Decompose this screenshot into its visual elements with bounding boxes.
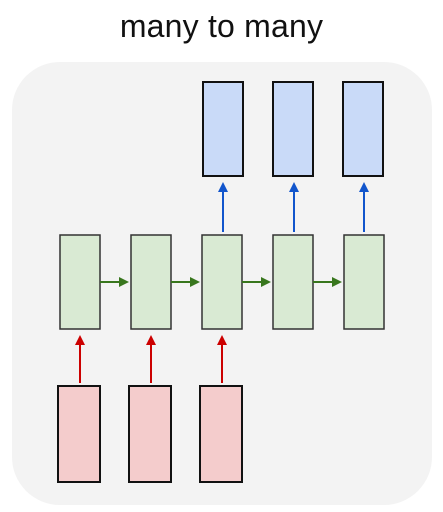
- input-box: [128, 385, 172, 483]
- hidden-box: [130, 234, 172, 330]
- input-box: [57, 385, 101, 483]
- hidden-to-output-arrows: [218, 182, 369, 232]
- hidden-box: [343, 234, 385, 330]
- output-layer: [202, 81, 384, 177]
- input-layer: [57, 385, 243, 483]
- input-to-hidden-arrows: [75, 335, 227, 383]
- diagram-title: many to many: [119, 8, 324, 44]
- hidden-box: [272, 234, 314, 330]
- output-box: [202, 81, 244, 177]
- input-box: [199, 385, 243, 483]
- hidden-box: [201, 234, 243, 330]
- output-box: [342, 81, 384, 177]
- output-box: [272, 81, 314, 177]
- hidden-box: [59, 234, 101, 330]
